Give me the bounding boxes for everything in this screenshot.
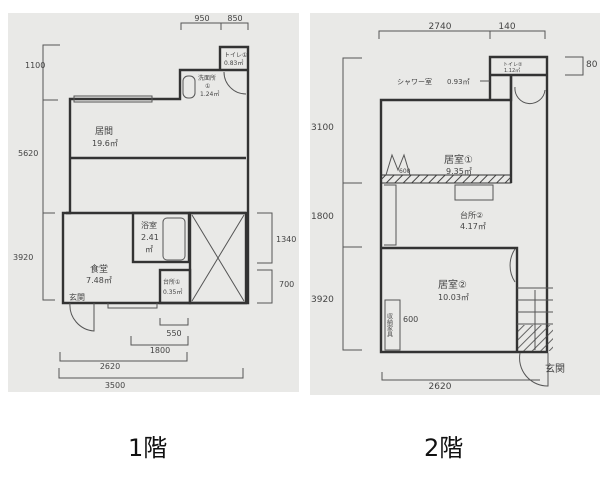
closet-label: 収納家具 [386,313,393,338]
kitchen2-area: 4.17㎡ [460,222,486,231]
dim-1800: 1800 [311,212,334,222]
dim-2620: 2620 [429,382,452,392]
bath-name: 浴室 [141,220,157,230]
bath-unit: ㎡ [145,245,153,254]
toilet2-area: 1.12㎡ [504,67,520,74]
dining-area: 7.48㎡ [86,276,112,285]
washroom-name: 洗面所 [198,74,216,82]
floor1-label: 1階 [128,434,168,462]
dim-1800: 1800 [150,346,170,355]
room1-name: 居室① [444,153,473,166]
dim-3920: 3920 [13,253,33,262]
floor2-paper [310,13,600,395]
bath-area: 2.41 [141,233,159,242]
toilet2-name: トイレ② [503,62,523,68]
kitchen2-name: 台所② [460,210,483,220]
dim-5620: 5620 [18,149,38,158]
dim-550: 550 [166,329,181,338]
shower-area: 0.93㎡ [447,78,470,86]
shelf-width: 600 [399,168,411,175]
dim-850: 850 [227,14,242,23]
dim-80: 80 [586,60,598,70]
kitchen1-name: 台所① [163,278,180,286]
closet-width: 600 [403,315,418,324]
floor2-label: 2階 [424,434,464,462]
room1-area: 9.35㎡ [446,167,472,176]
floor1-paper [8,13,299,392]
room2-name: 居室② [438,278,467,291]
dim-2740: 2740 [429,22,452,32]
shower-name: シャワー室 [397,77,432,86]
dim-1100: 1100 [25,61,45,70]
dim-700: 700 [279,280,294,289]
kitchen1-area: 0.35㎡ [163,288,182,296]
floor1-plan: 950 850 1100 5620 3920 トイレ① 0.83㎡ 洗面所 ① … [8,13,299,392]
washroom-area: 1.24㎡ [200,90,219,98]
room2-area: 10.03㎡ [438,293,469,302]
dim-1340: 1340 [276,235,296,244]
dim-950: 950 [194,14,209,23]
washroom-num: ① [205,83,210,90]
living-name: 居間 [95,126,113,137]
dim-140: 140 [498,22,515,32]
toilet1-name: トイレ① [224,52,247,59]
entrance2-label: 玄関 [545,362,565,375]
toilet1-area: 0.83㎡ [224,59,243,67]
floor2-plan: 2740 140 80 3100 1800 3920 トイレ② 1.12㎡ シャ… [310,13,600,395]
dim-3100: 3100 [311,123,334,133]
entrance1-label: 玄関 [69,292,85,302]
dim-3500: 3500 [105,381,125,390]
dining-name: 食堂 [90,263,108,275]
dim-2620: 2620 [100,362,120,371]
living-area: 19.6㎡ [92,139,118,148]
dim-3920: 3920 [311,295,334,305]
